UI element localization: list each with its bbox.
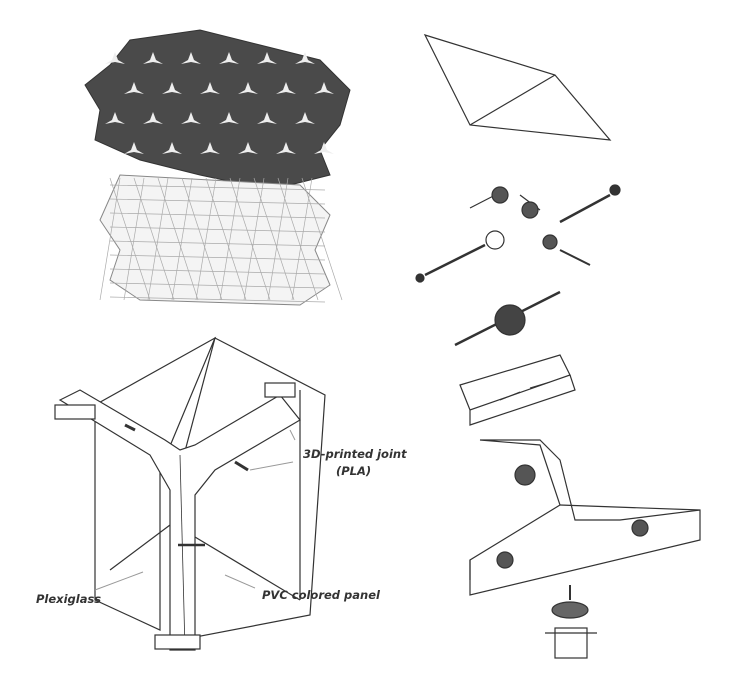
folded-panel-dark xyxy=(84,29,351,191)
triangulation-line xyxy=(109,177,326,301)
triangulated-panel xyxy=(99,174,343,306)
fold-star-mark xyxy=(105,52,125,64)
label-pla: (PLA) xyxy=(336,464,372,478)
cube-frame-assembly xyxy=(54,336,326,651)
label-3d-printed-joint: 3D-printed joint xyxy=(303,447,407,461)
fold-star-mark xyxy=(295,52,315,64)
fold-star-mark xyxy=(124,142,144,154)
exploded-mechanism xyxy=(415,34,701,659)
fold-star-mark xyxy=(257,112,277,124)
label-pvc-colored-panel: PVC colored panel xyxy=(262,588,380,602)
fold-star-mark xyxy=(181,112,201,124)
fold-star-mark xyxy=(105,112,125,124)
fold-star-mark xyxy=(238,142,258,154)
fold-star-mark xyxy=(219,112,239,124)
fold-star-mark xyxy=(238,82,258,94)
fold-star-mark xyxy=(314,142,334,154)
triangulation-line xyxy=(109,177,326,301)
triangulation-line xyxy=(109,177,326,301)
fold-star-mark xyxy=(181,52,201,64)
triangulation-line xyxy=(109,177,326,301)
triangulation-line xyxy=(109,177,343,303)
fold-star-mark xyxy=(200,82,220,94)
leader-lines xyxy=(94,429,296,591)
fold-star-mark xyxy=(295,112,315,124)
fold-star-mark xyxy=(162,142,182,154)
fold-star-mark xyxy=(314,82,334,94)
fold-star-mark xyxy=(162,82,182,94)
triangulation-line xyxy=(109,177,326,301)
label-plexiglass: Plexiglass xyxy=(36,592,102,606)
fold-star-mark xyxy=(276,142,296,154)
fold-star-mark xyxy=(143,52,163,64)
fold-star-mark xyxy=(257,52,277,64)
fold-star-mark xyxy=(143,112,163,124)
fold-star-mark xyxy=(276,82,296,94)
triangulation-line xyxy=(109,177,326,301)
fold-star-mark xyxy=(219,52,239,64)
triangulation-line xyxy=(99,177,326,301)
fold-star-mark xyxy=(124,82,144,94)
fold-star-mark xyxy=(200,142,220,154)
triangulation-line xyxy=(109,177,326,301)
